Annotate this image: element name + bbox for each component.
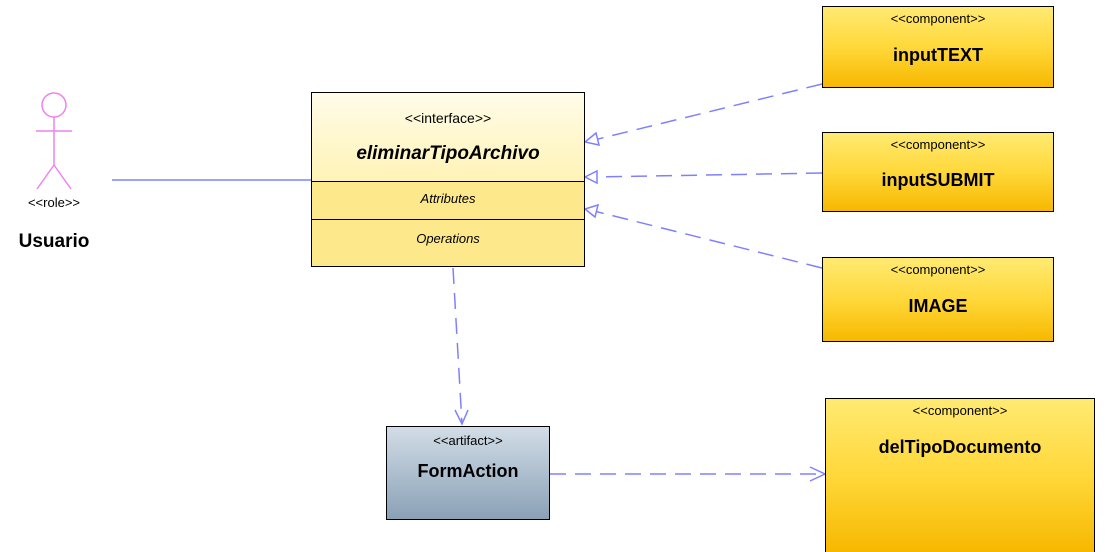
operations-label: Operations <box>416 231 480 246</box>
artifact-form-action[interactable]: <<artifact>> FormAction <box>386 426 550 520</box>
interface-name: eliminarTipoArchivo <box>356 143 540 164</box>
artifact-name: FormAction <box>417 461 519 481</box>
component-stereotype: <<component>> <box>912 403 1008 418</box>
operations-compartment: Operations <box>312 220 584 266</box>
realization-image <box>593 210 823 269</box>
component-input-submit[interactable]: <<component>> inputSUBMIT <box>822 132 1054 212</box>
component-name: delTipoDocumento <box>878 437 1042 457</box>
realization-arrowhead <box>583 169 598 185</box>
realization-arrowhead <box>583 131 601 146</box>
component-name: inputSUBMIT <box>881 170 995 190</box>
interface-header: <<interface>> eliminarTipoArchivo <box>312 93 584 182</box>
interface-eliminar-tipo-archivo[interactable]: <<interface>> eliminarTipoArchivo Attrib… <box>311 92 585 267</box>
realization-input-submit <box>593 172 823 178</box>
dependency-arrowhead <box>454 409 469 426</box>
artifact-stereotype: <<artifact>> <box>433 433 503 448</box>
component-name: IMAGE <box>908 296 968 316</box>
component-image[interactable]: <<component>> IMAGE <box>822 257 1054 342</box>
realization-arrowhead <box>583 203 600 219</box>
component-name: inputTEXT <box>893 45 983 65</box>
attributes-compartment: Attributes <box>312 182 584 220</box>
actor-figure <box>36 92 72 190</box>
dependency-interface-artifact <box>452 267 463 425</box>
actor-stereotype: <<role>> <box>27 195 81 210</box>
component-stereotype: <<component>> <box>890 262 986 277</box>
attributes-label: Attributes <box>420 191 476 206</box>
component-stereotype: <<component>> <box>890 137 986 152</box>
actor-name: Usuario <box>18 231 90 252</box>
interface-stereotype: <<interface>> <box>404 110 492 126</box>
component-input-text[interactable]: <<component>> inputTEXT <box>822 6 1054 88</box>
realization-input-text <box>593 83 823 141</box>
component-stereotype: <<component>> <box>890 11 986 26</box>
component-del-tipo-documento[interactable]: <<component>> delTipoDocumento <box>825 398 1095 552</box>
